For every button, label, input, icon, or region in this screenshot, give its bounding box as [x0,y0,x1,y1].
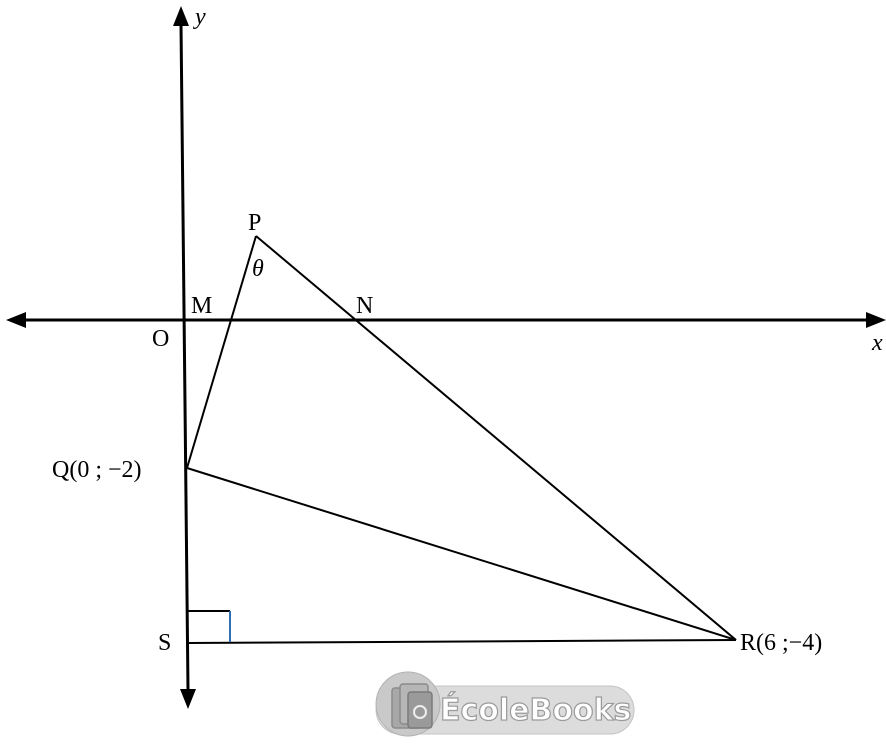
watermark-logo: ÉcoleBooks [375,671,635,737]
right-angle-marker [188,610,231,642]
origin-label: O [152,326,169,352]
angle-theta-label: θ [252,256,264,282]
book-stack-icon [391,683,433,729]
segment-PR [255,235,737,641]
point-Q-label: Q(0 ; −2) [52,457,142,483]
point-S-label: S [158,630,171,656]
y-axis-up-arrow [173,6,189,26]
point-P-label: P [248,210,261,236]
x-axis-right-arrow [866,312,886,328]
y-axis-label: y [193,4,206,30]
point-N-label: N [356,293,373,319]
segment-QR [186,467,737,641]
segment-SR [187,639,737,644]
watermark-text: ÉcoleBooks [440,692,631,728]
point-M-label: M [191,293,212,319]
x-axis-label: x [871,330,883,356]
y-axis-down-arrow [180,689,196,709]
x-axis-left-arrow [6,312,26,328]
point-R-label: R(6 ;−4) [740,630,822,656]
x-axis [6,312,886,328]
y-axis [173,6,196,709]
segment-PQ [186,235,257,469]
